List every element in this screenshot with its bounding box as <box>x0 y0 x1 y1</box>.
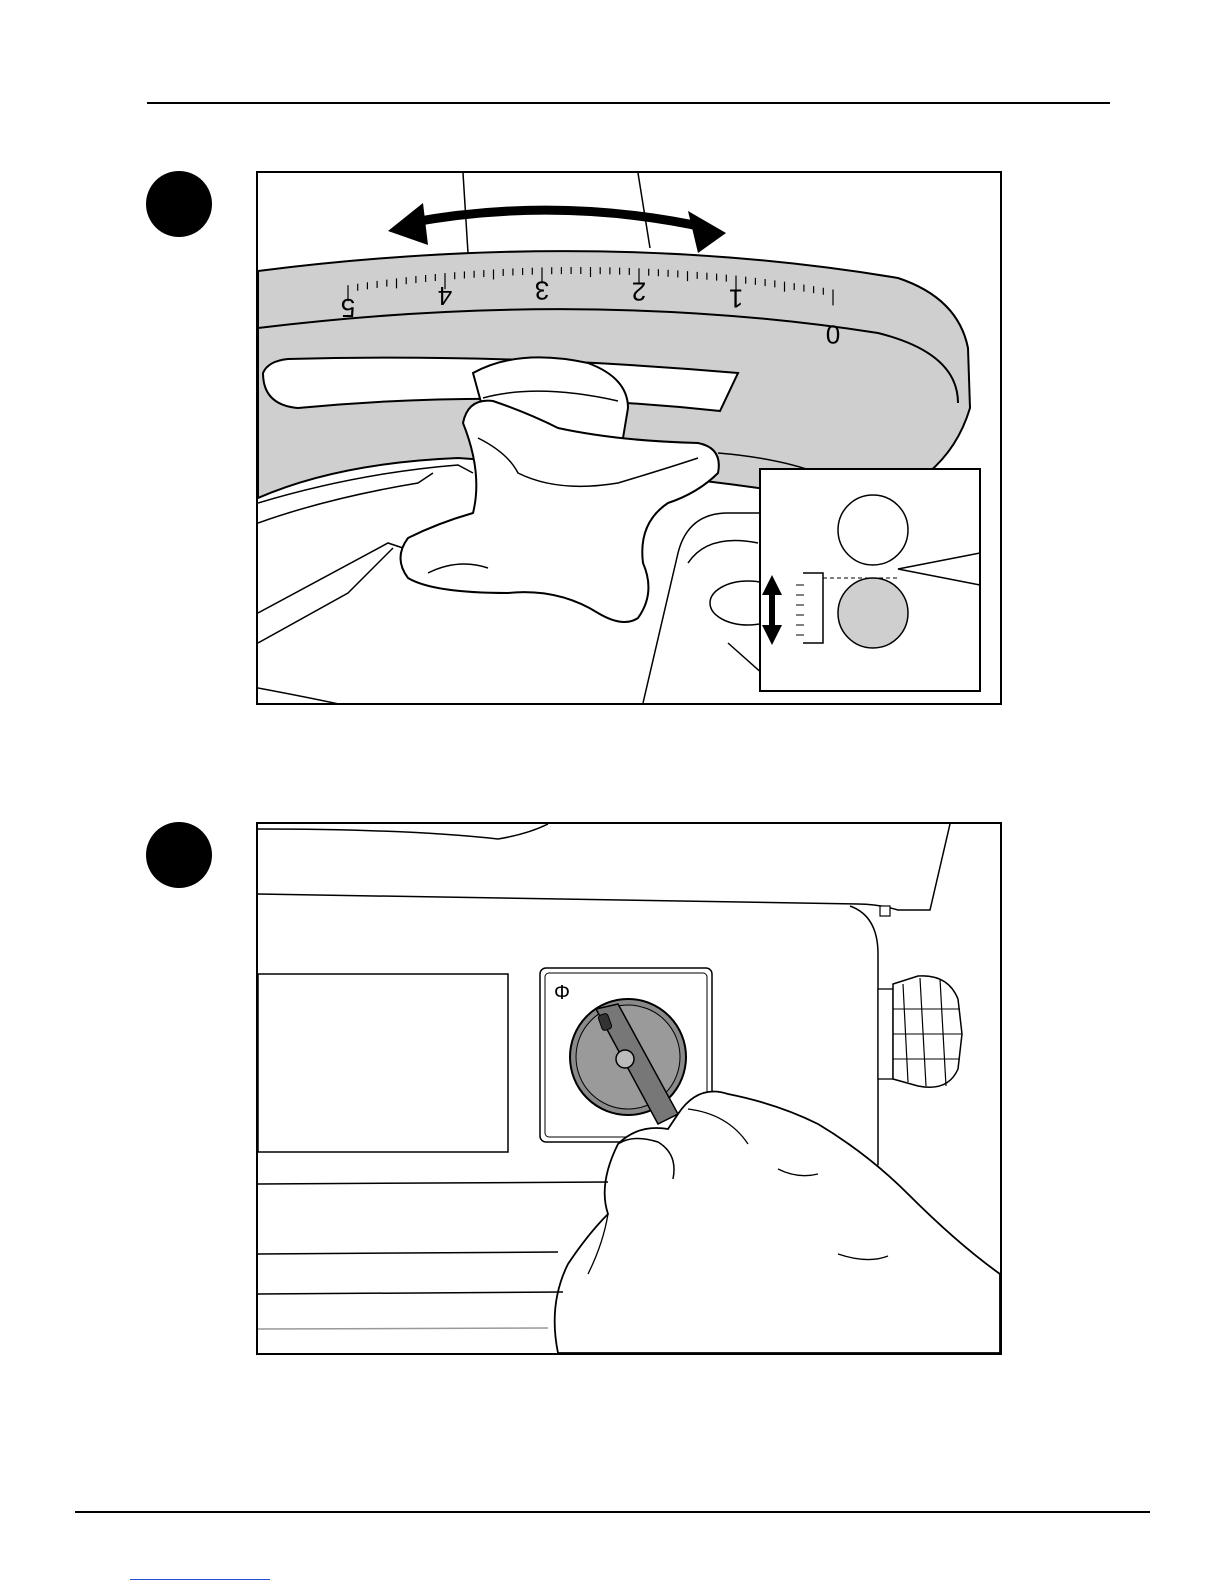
scale-number: 4 <box>438 281 452 311</box>
step-marker-dot-2 <box>146 822 212 888</box>
scale-number: 5 <box>341 293 355 323</box>
scale-number: 1 <box>729 284 743 314</box>
header-rule <box>147 102 1110 104</box>
panel-symbol: Φ <box>554 982 570 1004</box>
figure-2-rotary-switch: Φ <box>256 822 1002 1355</box>
figure-2-illustration: Φ <box>258 824 1000 1353</box>
step-marker-dot-1 <box>146 171 212 237</box>
double-headed-curved-arrow-icon <box>388 203 726 253</box>
cable-gland-icon <box>878 976 962 1087</box>
scale-number: 3 <box>535 275 549 305</box>
footer-rule <box>75 1511 1150 1513</box>
scale-number: 2 <box>632 276 646 306</box>
footer-link-underline[interactable] <box>130 1579 270 1580</box>
scale-number: 0 <box>826 319 840 349</box>
figure-1-illustration: 5 4 3 2 1 0 <box>258 173 1000 703</box>
inset-detail-box <box>760 469 980 691</box>
figure-1-angle-scale: 5 4 3 2 1 0 <box>256 171 1002 705</box>
